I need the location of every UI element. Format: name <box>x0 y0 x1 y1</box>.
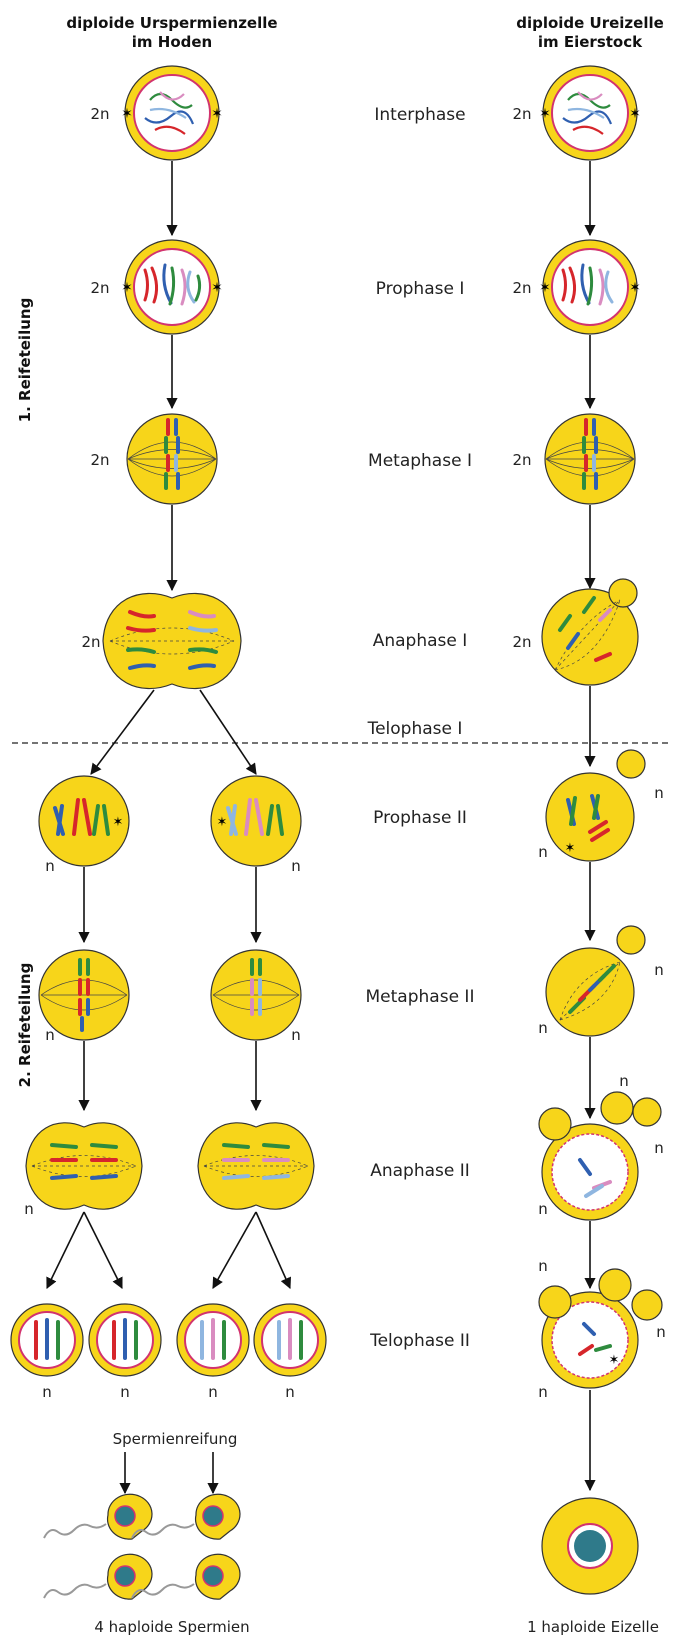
cell-left-interphase: ✶ ✶ <box>121 66 223 160</box>
cell-left-anaphase2-a <box>26 1123 142 1209</box>
phase-label-prophase1: Prophase I <box>376 279 465 299</box>
label-egg-result: 1 haploide Eizelle <box>527 1618 659 1636</box>
ploidy-right-telophase2-polar-b: n <box>656 1323 666 1341</box>
phase-label-telophase2: Telophase II <box>369 1331 470 1351</box>
ploidy-left-metaphase2-a: n <box>45 1026 55 1044</box>
label-spermienreifung: Spermienreifung <box>113 1430 238 1448</box>
phase-label-anaphase1: Anaphase I <box>373 631 468 651</box>
cell-left-telophase2-4 <box>254 1304 326 1376</box>
ploidy-right-interphase: 2n <box>512 105 531 123</box>
cell-right-telophase2: ✶ <box>539 1269 662 1388</box>
ploidy-right-prophase1: 2n <box>512 279 531 297</box>
ploidy-left-prophase2-b: n <box>291 857 301 875</box>
cell-right-metaphase2 <box>546 926 645 1036</box>
arrow-left-split-a <box>91 690 154 774</box>
header-right-line2: im Eierstock <box>538 33 643 51</box>
cell-left-prophase2-a: ✶ <box>39 776 129 866</box>
cell-left-anaphase1 <box>103 593 241 688</box>
svg-text:✶: ✶ <box>211 106 223 122</box>
svg-text:✶: ✶ <box>113 815 124 830</box>
ploidy-right-anaphase2-cell: n <box>538 1200 548 1218</box>
svg-text:✶: ✶ <box>565 841 576 856</box>
cell-left-prophase1: ✶ ✶ <box>121 240 223 334</box>
svg-text:✶: ✶ <box>539 280 551 296</box>
ploidy-left-telophase2-3: n <box>208 1383 218 1401</box>
cell-right-metaphase1 <box>545 414 635 504</box>
arrow-left-6b <box>84 1212 122 1288</box>
egg-cell <box>542 1498 638 1594</box>
cell-left-prophase2-b: ✶ <box>211 776 301 866</box>
ploidy-left-prophase1: 2n <box>90 279 109 297</box>
arrow-left-6d <box>256 1212 290 1288</box>
ploidy-left-prophase2-a: n <box>45 857 55 875</box>
ploidy-right-telophase2-cell: n <box>538 1383 548 1401</box>
ploidy-left-metaphase1: 2n <box>90 451 109 469</box>
ploidy-right-metaphase1: 2n <box>512 451 531 469</box>
phase-label-anaphase2: Anaphase II <box>370 1161 470 1181</box>
ploidy-right-metaphase2-polar: n <box>654 961 664 979</box>
ploidy-right-metaphase2-cell: n <box>538 1019 548 1037</box>
cell-left-telophase2-2 <box>89 1304 161 1376</box>
ploidy-right-telophase2-polar-a: n <box>538 1257 548 1275</box>
ploidy-right-prophase2-polar: n <box>654 784 664 802</box>
ploidy-right-anaphase2-polar-b: n <box>654 1139 664 1157</box>
ploidy-left-telophase2-4: n <box>285 1383 295 1401</box>
svg-text:✶: ✶ <box>121 280 133 296</box>
svg-text:✶: ✶ <box>539 106 551 122</box>
cell-right-anaphase1 <box>542 579 638 685</box>
header-left-line2: im Hoden <box>132 33 212 51</box>
cell-left-anaphase2-b <box>198 1123 314 1209</box>
phase-label-prophase2: Prophase II <box>373 808 467 828</box>
arrow-left-split-b <box>200 690 256 774</box>
svg-text:✶: ✶ <box>609 1353 620 1368</box>
header-right-line1: diploide Ureizelle <box>516 14 664 32</box>
section-second-division: 2. Reifeteilung <box>16 963 34 1088</box>
cell-left-metaphase1 <box>127 414 217 504</box>
header-left-line1: diploide Urspermienzelle <box>66 14 277 32</box>
cell-right-prophase1: ✶ ✶ <box>539 240 641 334</box>
phase-label-metaphase2: Metaphase II <box>366 987 475 1007</box>
cell-left-telophase2-3 <box>177 1304 249 1376</box>
svg-text:✶: ✶ <box>121 106 133 122</box>
ploidy-left-telophase2-1: n <box>42 1383 52 1401</box>
ploidy-right-anaphase2-polar-a: n <box>619 1072 629 1090</box>
cell-right-prophase2: ✶ <box>546 750 645 861</box>
ploidy-left-anaphase1: 2n <box>81 633 100 651</box>
phase-label-metaphase1: Metaphase I <box>368 451 472 471</box>
phase-label-interphase: Interphase <box>374 105 465 125</box>
ploidy-left-metaphase2-b: n <box>291 1026 301 1044</box>
section-first-division: 1. Reifeteilung <box>16 298 34 423</box>
cell-right-anaphase2 <box>539 1092 661 1220</box>
svg-text:✶: ✶ <box>629 280 641 296</box>
ploidy-left-telophase2-2: n <box>120 1383 130 1401</box>
cell-right-interphase: ✶ ✶ <box>539 66 641 160</box>
svg-text:✶: ✶ <box>217 815 228 830</box>
ploidy-left-interphase: 2n <box>90 105 109 123</box>
label-sperm-result: 4 haploide Spermien <box>94 1618 249 1636</box>
svg-text:✶: ✶ <box>629 106 641 122</box>
cell-left-telophase2-1 <box>11 1304 83 1376</box>
ploidy-right-prophase2-cell: n <box>538 843 548 861</box>
svg-text:✶: ✶ <box>211 280 223 296</box>
ploidy-right-anaphase1: 2n <box>512 633 531 651</box>
arrow-left-6c <box>213 1212 256 1288</box>
phase-label-telophase1: Telophase I <box>367 719 463 739</box>
ploidy-left-anaphase2-a: n <box>24 1200 34 1218</box>
arrow-left-6a <box>47 1212 84 1288</box>
cell-left-metaphase2-b <box>211 950 301 1040</box>
